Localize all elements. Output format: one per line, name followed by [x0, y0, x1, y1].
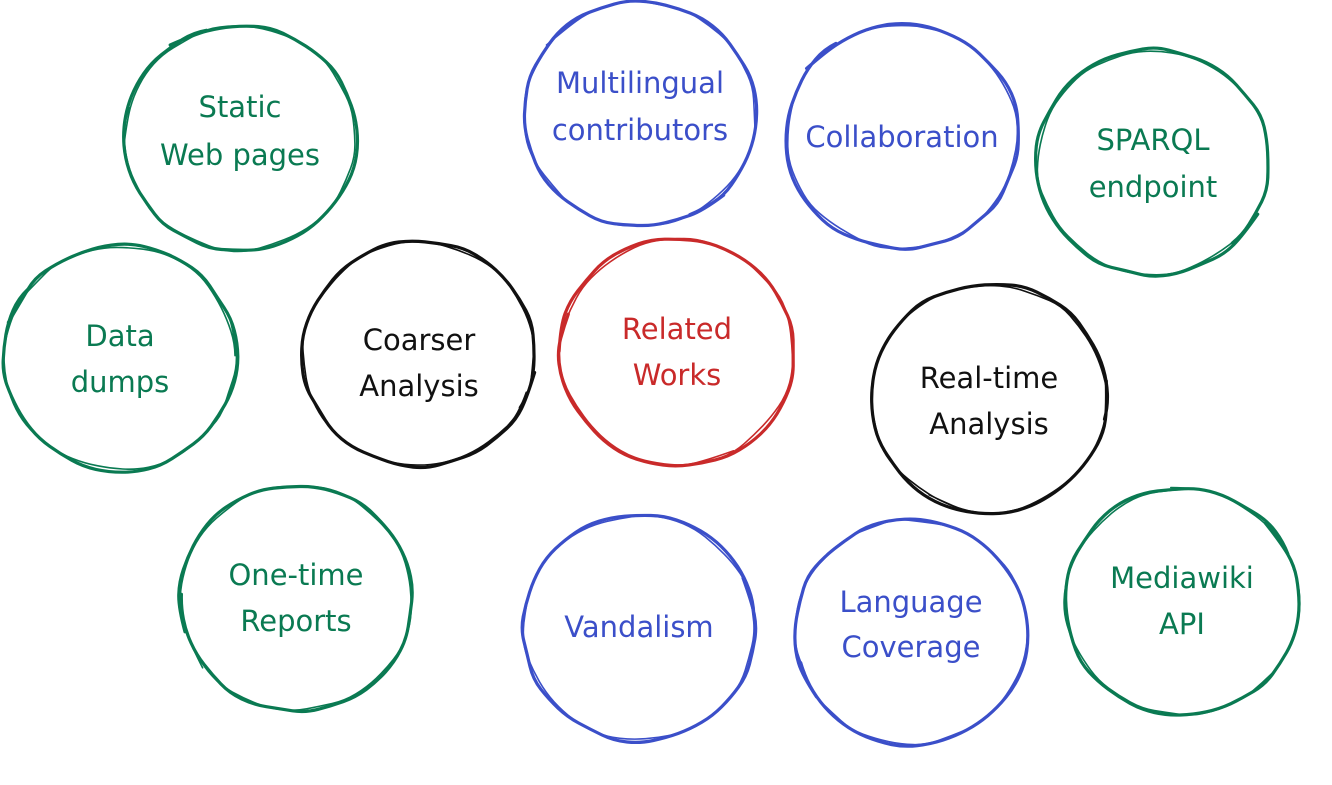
node-circle-stroke: [794, 519, 1029, 746]
node-circle: [556, 237, 795, 468]
node-circle: [177, 484, 414, 714]
node-label: Static: [199, 90, 282, 124]
node-circle-stroke: [1036, 50, 1269, 276]
node-label: One-time: [228, 558, 363, 592]
node-label: Web pages: [160, 138, 320, 172]
node-label: Coarser: [363, 323, 476, 357]
node-label: Works: [633, 358, 722, 392]
node-label: Multilingual: [556, 66, 724, 100]
node-circle-stroke: [870, 284, 1109, 515]
node-circle-stroke: [179, 485, 412, 712]
node-label: Coverage: [842, 630, 981, 664]
node-label: SPARQL: [1096, 123, 1209, 157]
node-circle-stroke: [1063, 486, 1301, 716]
node-label: API: [1159, 607, 1205, 641]
node-label: Data: [85, 319, 154, 353]
node-label: Analysis: [359, 369, 478, 403]
node-circle: [1, 242, 240, 474]
node-circle-stroke: [522, 514, 755, 740]
node-sparql-endpoint: SPARQL endpoint: [1034, 46, 1270, 278]
node-collaboration: Collaboration: [784, 21, 1020, 251]
node-circle-stroke: [786, 24, 1019, 250]
node-label: Real-time: [920, 361, 1059, 395]
node-circle-stroke: [3, 246, 238, 471]
node-label: contributors: [552, 113, 728, 147]
node-label: Language: [839, 585, 982, 619]
node-circle-stroke: [558, 237, 794, 466]
node-circle-stroke: [123, 25, 356, 253]
node-label: Analysis: [929, 407, 1048, 441]
node-label: Related: [622, 312, 732, 346]
node-label: Reports: [240, 604, 351, 638]
node-multilingual-contributors: Multilingual contributors: [522, 0, 759, 228]
node-label: Collaboration: [805, 120, 998, 154]
node-label: dumps: [71, 365, 170, 399]
node-label: endpoint: [1089, 170, 1218, 204]
node-label: Vandalism: [564, 610, 713, 644]
node-circle-stroke: [523, 0, 756, 227]
node-data-dumps: Data dumps: [1, 242, 240, 474]
node-circle-stroke: [302, 240, 535, 466]
node-vandalism: Vandalism: [520, 513, 758, 744]
node-label: Mediawiki: [1110, 561, 1254, 595]
